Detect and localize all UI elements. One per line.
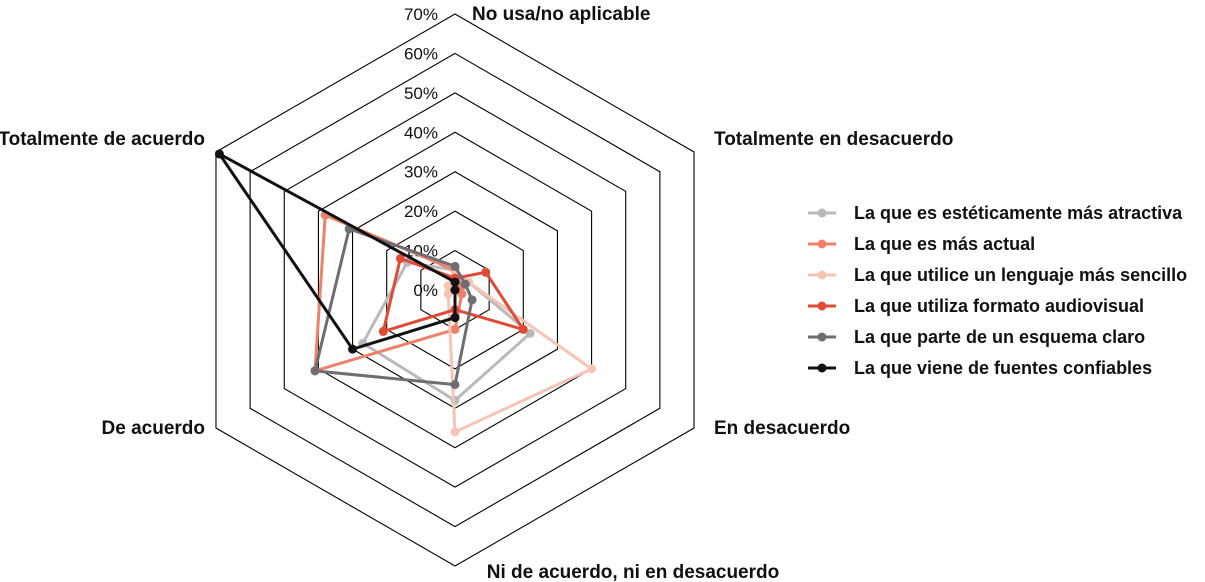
legend-label: La que viene de fuentes confiables: [854, 358, 1152, 378]
data-point: [450, 380, 460, 390]
data-point: [525, 328, 535, 338]
legend-item: La que es más actual: [808, 234, 1035, 254]
tick-label: 60%: [404, 44, 438, 63]
axis-label: Ni de acuerdo, ni en desacuerdo: [487, 562, 779, 582]
axis-label: No usa/no aplicable: [472, 4, 650, 25]
axis-label: En desacuerdo: [714, 418, 850, 439]
axis-label: Totalmente en desacuerdo: [714, 129, 953, 150]
legend-label: La que es más actual: [854, 234, 1035, 254]
data-point: [450, 261, 460, 271]
legend-label: La que parte de un esquema claro: [854, 327, 1145, 347]
data-point: [587, 364, 597, 374]
data-point: [450, 285, 460, 295]
data-point: [460, 279, 470, 289]
legend-item: La que parte de un esquema claro: [808, 327, 1145, 347]
data-point: [450, 313, 460, 323]
data-point: [443, 281, 453, 291]
tick-label: 40%: [404, 123, 438, 142]
legend-swatch-marker: [817, 301, 827, 311]
series-group: [443, 269, 597, 437]
legend-item: La que es estéticamente más atractiva: [808, 203, 1183, 223]
grid-ring-40: [317, 131, 593, 449]
legend-swatch-marker: [817, 208, 827, 218]
series-group: [214, 149, 460, 354]
data-point: [481, 267, 491, 277]
data-point: [348, 344, 358, 354]
legend-swatch-marker: [817, 363, 827, 373]
axis-label: Totalmente de acuerdo: [0, 129, 205, 150]
legend-swatch-marker: [817, 332, 827, 342]
legend-label: La que utilice un lenguaje más sencillo: [854, 265, 1187, 285]
grid-ring-20: [386, 210, 524, 370]
legend-swatch-marker: [817, 239, 827, 249]
radar-grid: [215, 13, 695, 567]
legend-item: La que utiliza formato audiovisual: [808, 296, 1144, 316]
axis-label: De acuerdo: [102, 418, 205, 439]
data-point: [310, 366, 320, 376]
data-point: [450, 427, 460, 437]
data-point: [443, 289, 453, 299]
tick-label: 70%: [404, 5, 438, 24]
series-line: [313, 213, 464, 373]
data-point: [450, 324, 460, 334]
data-point: [214, 149, 224, 159]
legend-item: La que utilice un lenguaje más sencillo: [808, 265, 1187, 285]
data-point: [378, 326, 388, 336]
grid-ring-50: [283, 92, 627, 488]
tick-label: 20%: [404, 202, 438, 221]
data-point: [467, 295, 477, 305]
data-point: [450, 277, 460, 287]
legend-label: La que utiliza formato audiovisual: [854, 296, 1144, 316]
legend: La que es estéticamente más atractiva La …: [808, 203, 1187, 378]
data-point: [518, 324, 528, 334]
data-series: [214, 149, 597, 437]
tick-label: 30%: [404, 163, 438, 182]
tick-label: 0%: [413, 281, 438, 300]
data-point: [457, 289, 467, 299]
legend-item: La que viene de fuentes confiables: [808, 358, 1152, 378]
data-point: [395, 253, 405, 263]
legend-label: La que es estéticamente más atractiva: [854, 203, 1183, 223]
tick-label: 50%: [404, 84, 438, 103]
legend-swatch-marker: [817, 270, 827, 280]
